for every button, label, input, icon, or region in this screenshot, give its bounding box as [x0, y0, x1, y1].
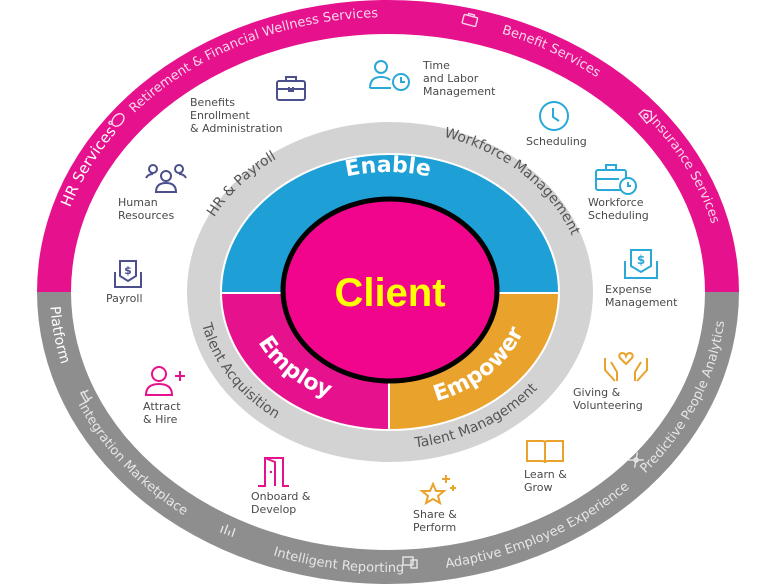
- service-label: Scheduling: [526, 135, 587, 148]
- service-label: Time and Labor Management: [423, 59, 496, 98]
- add-person-icon: [144, 366, 185, 396]
- chart-icon: [219, 524, 236, 537]
- door-icon: [258, 457, 289, 487]
- service-label: Benefits Enrollment & Administration: [190, 96, 283, 135]
- network-icon: [628, 452, 644, 468]
- service-label: Payroll: [106, 292, 143, 305]
- service-benefits-enrollment[interactable]: Benefits Enrollment & Administration: [190, 74, 310, 135]
- service-workforce-scheduling[interactable]: Workforce Scheduling: [588, 162, 678, 222]
- outer-ring-top-band: [37, 0, 739, 292]
- briefcase-icon: [276, 76, 306, 101]
- service-expense-management[interactable]: $ Expense Management: [605, 247, 705, 309]
- book-icon: [526, 440, 564, 464]
- service-label: Learn & Grow: [524, 468, 567, 494]
- client-circle[interactable]: [280, 196, 500, 384]
- service-label: Human Resources: [118, 196, 175, 222]
- service-onboard-develop[interactable]: Onboard & Develop: [251, 456, 341, 516]
- service-label: Expense Management: [605, 283, 678, 309]
- service-time-labor[interactable]: Time and Labor Management: [367, 58, 527, 98]
- svg-text:$: $: [124, 264, 132, 277]
- outer-ring: [37, 0, 739, 584]
- service-label: Attract & Hire: [143, 400, 181, 426]
- devices-icon: [402, 556, 418, 569]
- house-shield-icon: [638, 109, 653, 125]
- service-scheduling[interactable]: Scheduling: [526, 100, 606, 148]
- stars-icon: [419, 475, 456, 506]
- person-clock-icon: [369, 60, 410, 91]
- svg-text:$: $: [637, 253, 645, 267]
- service-label: Onboard & Develop: [251, 490, 311, 516]
- client-label: Client: [334, 271, 445, 315]
- outer-ring-bottom-band: [37, 292, 739, 584]
- segment-label-enable: Enable: [343, 153, 433, 182]
- briefcase-clock-icon: [595, 164, 637, 195]
- briefcase-icon: [461, 12, 479, 28]
- piggy-bank-icon: [108, 113, 125, 127]
- money-envelope-icon: $: [114, 260, 142, 288]
- service-label: Share & Perform: [413, 508, 457, 534]
- service-human-resources[interactable]: Human Resources: [118, 162, 198, 222]
- clock-icon: [539, 101, 569, 131]
- money-envelope-icon: $: [624, 249, 658, 279]
- service-label: Workforce Scheduling: [588, 196, 649, 222]
- service-giving-volunteering[interactable]: Giving & Volunteering: [573, 350, 673, 412]
- plug-icon: [79, 389, 93, 403]
- service-share-perform[interactable]: Share & Perform: [413, 472, 483, 534]
- service-attract-hire[interactable]: Attract & Hire: [143, 365, 213, 426]
- people-group-icon: [145, 164, 187, 193]
- heart-hands-icon: [604, 351, 648, 382]
- service-label: Giving & Volunteering: [573, 386, 643, 412]
- service-learn-grow[interactable]: Learn & Grow: [524, 438, 594, 494]
- service-payroll[interactable]: $ Payroll: [106, 258, 166, 305]
